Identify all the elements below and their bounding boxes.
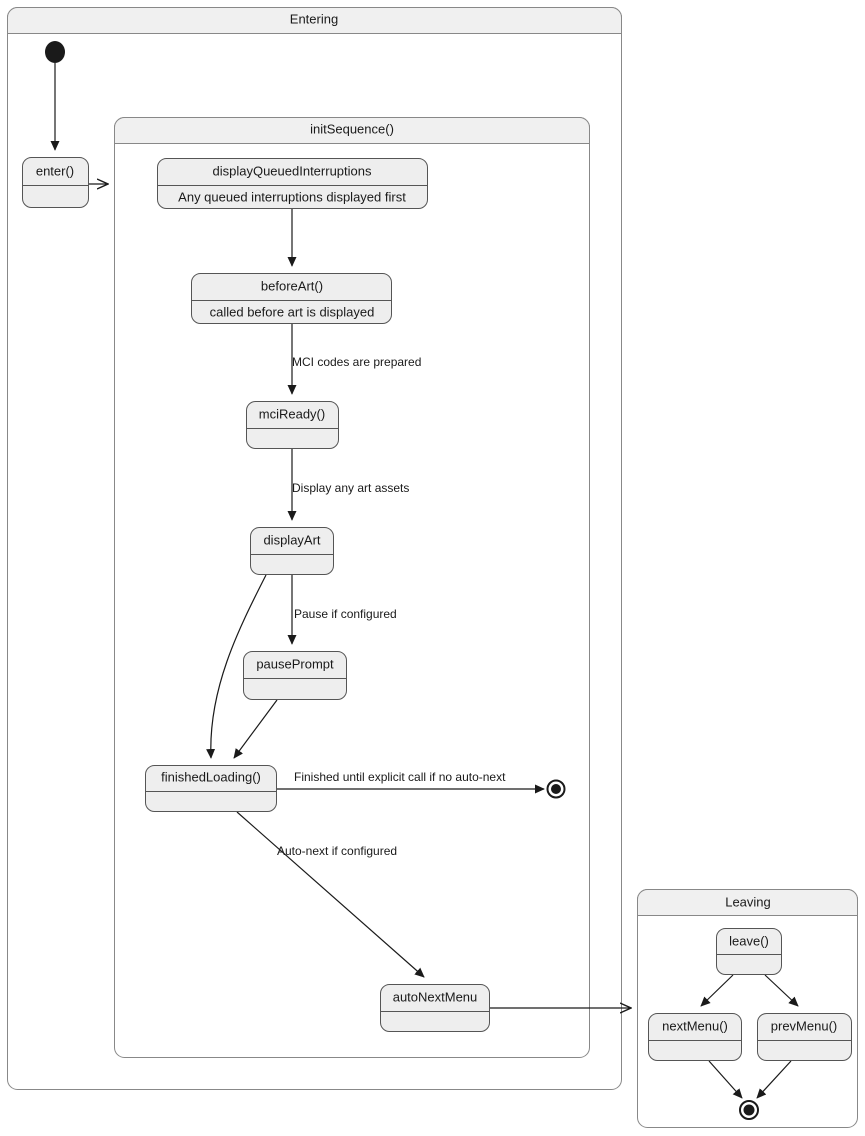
state-prev-menu-box: [757, 1013, 852, 1061]
state-prev-menu[interactable]: prevMenu(): [757, 1013, 852, 1061]
transition-label-auto-next-if-configured: Auto-next if configured: [277, 844, 397, 858]
final-leaving-dot: [743, 1104, 755, 1116]
transition-label-display-any-art-assets: Display any art assets: [292, 481, 409, 495]
state-leave-title: leave(): [729, 933, 769, 948]
transition-label-finished-until-explicit-call: Finished until explicit call if no auto-…: [294, 770, 506, 784]
transition-label-pause-if-configured: Pause if configured: [294, 607, 397, 621]
state-finished-loading-title: finishedLoading(): [161, 769, 261, 784]
state-enter-title: enter(): [36, 163, 74, 178]
state-auto-next-menu-title: autoNextMenu: [393, 989, 478, 1004]
composite-entering-title: Entering: [290, 11, 338, 26]
composite-entering-header: [7, 7, 622, 34]
state-pause-prompt-title: pausePrompt: [256, 656, 334, 671]
initial-pseudostate-entering[interactable]: [45, 41, 65, 63]
state-enter[interactable]: enter(): [22, 157, 89, 208]
transition-finished-loading-to-auto-next-menu[interactable]: [236, 811, 425, 978]
state-display-art-box: [250, 527, 334, 575]
transition-leave-to-prev-menu[interactable]: [764, 974, 799, 1007]
state-before-art-description: called before art is displayed: [210, 304, 375, 319]
state-prev-menu-title: prevMenu(): [771, 1018, 837, 1033]
transition-leave-to-next-menu[interactable]: [700, 974, 734, 1007]
composite-init-sequence-body: [114, 117, 590, 1058]
state-mci-ready-box: [246, 401, 339, 449]
final-pseudostate-entering[interactable]: [546, 779, 566, 799]
state-dqi-title: displayQueuedInterruptions: [213, 163, 372, 178]
state-mci-ready-title: mciReady(): [259, 406, 325, 421]
state-next-menu-box: [648, 1013, 742, 1061]
composite-leaving-title: Leaving: [725, 894, 771, 909]
composite-leaving-body: [637, 889, 858, 1128]
final-pseudostate-leaving[interactable]: [739, 1100, 759, 1120]
transition-next-menu-to-final[interactable]: [708, 1060, 743, 1099]
state-enter-box: [22, 157, 89, 208]
composite-state-leaving[interactable]: Leaving: [637, 889, 858, 1128]
state-finished-loading[interactable]: finishedLoading(): [145, 765, 277, 812]
state-display-art[interactable]: displayArt: [250, 527, 334, 575]
state-finished-loading-box: [145, 765, 277, 812]
final-entering-dot: [551, 784, 561, 794]
state-dqi-description: Any queued interruptions displayed first: [178, 189, 406, 204]
composite-init-sequence-title: initSequence(): [310, 121, 394, 136]
state-pause-prompt[interactable]: pausePrompt: [243, 651, 347, 700]
state-next-menu-title: nextMenu(): [662, 1018, 728, 1033]
state-auto-next-menu-box: [380, 984, 490, 1032]
state-before-art-box: [191, 273, 392, 324]
state-pause-prompt-box: [243, 651, 347, 700]
composite-state-init-sequence[interactable]: initSequence(): [114, 117, 590, 1058]
composite-init-sequence-header: [114, 117, 590, 144]
state-leave[interactable]: leave(): [716, 928, 782, 975]
state-before-art-title: beforeArt(): [261, 278, 323, 293]
state-next-menu[interactable]: nextMenu(): [648, 1013, 742, 1061]
transition-pause-prompt-to-finished-loading[interactable]: [233, 699, 278, 759]
transition-display-art-to-finished-loading[interactable]: [206, 574, 267, 759]
composite-leaving-header: [637, 889, 858, 916]
transition-label-mci-codes-are-prepared: MCI codes are prepared: [292, 355, 421, 369]
state-before-art[interactable]: beforeArt() called before art is display…: [191, 273, 392, 324]
state-display-art-title: displayArt: [263, 532, 320, 547]
state-leave-box: [716, 928, 782, 975]
state-mci-ready[interactable]: mciReady(): [246, 401, 339, 449]
state-dqi-box: [157, 158, 428, 209]
state-auto-next-menu[interactable]: autoNextMenu: [380, 984, 490, 1032]
state-display-queued-interruptions[interactable]: displayQueuedInterruptions Any queued in…: [157, 158, 428, 209]
transition-prev-menu-to-final[interactable]: [756, 1060, 792, 1099]
